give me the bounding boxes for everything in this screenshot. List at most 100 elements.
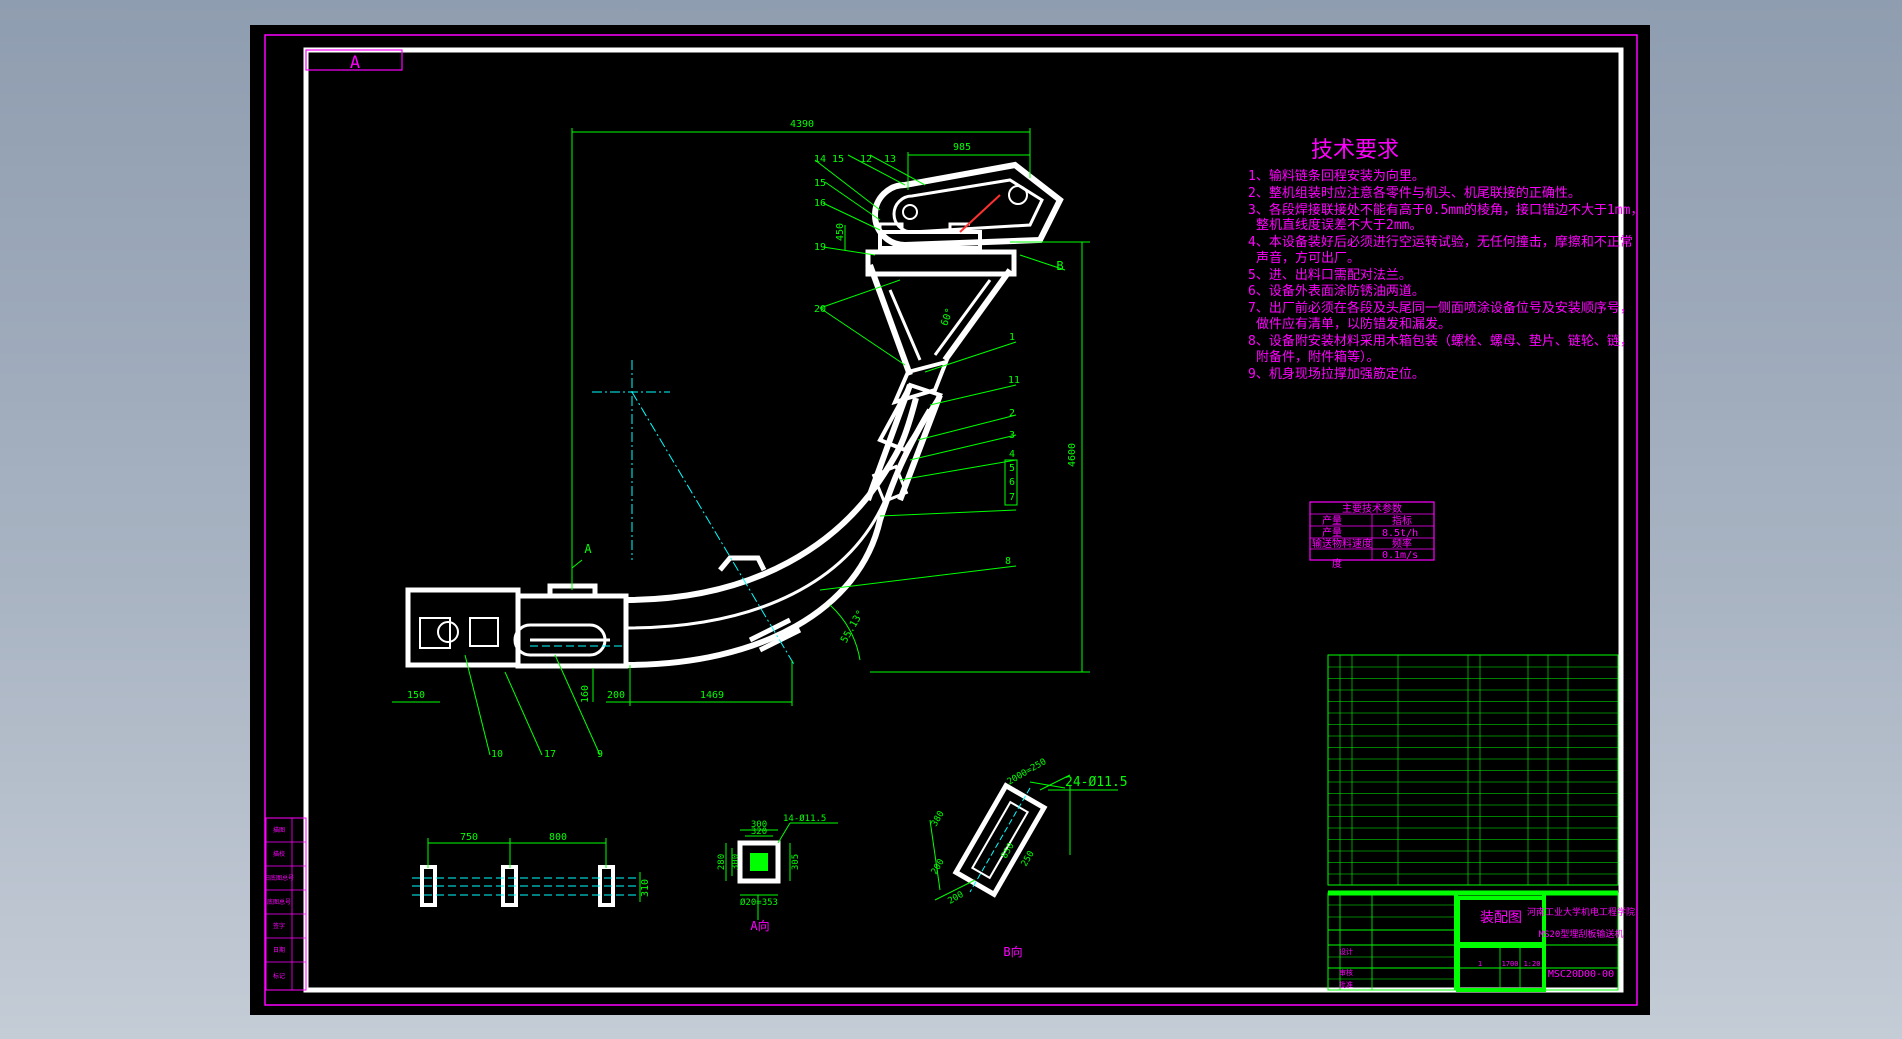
- svg-text:8.5t/h: 8.5t/h: [1382, 528, 1418, 539]
- svg-text:底图总号: 底图总号: [267, 898, 291, 906]
- svg-text:750: 750: [460, 832, 478, 843]
- svg-text:1:20: 1:20: [1524, 960, 1541, 968]
- drawing-sheet: [250, 25, 1650, 1015]
- upper-right: [942, 268, 1013, 362]
- drawing-title: 装配图: [1480, 910, 1522, 926]
- svg-text:14: 14: [814, 154, 826, 165]
- svg-text:800: 800: [549, 832, 567, 843]
- svg-text:280: 280: [717, 854, 727, 870]
- svg-text:450: 450: [835, 223, 846, 241]
- technical-notes: 技术要求 1、输料链条回程安装为向里。 2、整机组装时应注意各零件与机头、机尾联…: [1248, 138, 1643, 382]
- parts-list: [1327, 654, 1619, 886]
- svg-text:指标: 指标: [1392, 514, 1412, 527]
- svg-text:8: 8: [1005, 556, 1011, 567]
- curve-inner: [625, 408, 933, 668]
- svg-text:9、机身现场拉撑加强筋定位。: 9、机身现场拉撑加强筋定位。: [1248, 366, 1425, 382]
- svg-text:7: 7: [1009, 492, 1015, 503]
- outer-frame: [264, 34, 1638, 1006]
- svg-text:产量: 产量: [1322, 526, 1342, 539]
- svg-text:4、本设备装好后必须进行空运转试验，无任何撞击，摩擦和不正常: 4、本设备装好后必须进行空运转试验，无任何撞击，摩擦和不正常: [1248, 234, 1633, 250]
- svg-text:320: 320: [751, 827, 767, 837]
- svg-text:1: 1: [1009, 332, 1015, 343]
- svg-text:985: 985: [953, 142, 971, 153]
- svg-text:150: 150: [407, 690, 425, 701]
- svg-text:1: 1: [1478, 960, 1482, 968]
- view-a-label: A向: [750, 918, 769, 933]
- view-label-top: A: [350, 53, 360, 73]
- svg-text:10: 10: [491, 749, 503, 760]
- svg-text:7、出厂前必须在各段及头尾同一侧面喷涂设备位号及安装顺序号，: 7、出厂前必须在各段及头尾同一侧面喷涂设备位号及安装顺序号，: [1248, 300, 1633, 316]
- svg-text:16: 16: [814, 198, 826, 209]
- svg-text:24-Ø11.5: 24-Ø11.5: [1065, 775, 1128, 790]
- centerlines: [592, 360, 796, 667]
- svg-text:整机直线度误差不大于2mm。: 整机直线度误差不大于2mm。: [1256, 217, 1422, 233]
- svg-text:4600: 4600: [1067, 443, 1078, 467]
- svg-text:3: 3: [1009, 430, 1015, 441]
- view-a: 300 320 14-Ø11.5 280 300 305 Ø20=353 A向: [717, 813, 838, 933]
- svg-text:2: 2: [1009, 408, 1015, 419]
- svg-text:标记: 标记: [273, 972, 285, 980]
- dimension-lines: [392, 128, 1090, 756]
- svg-text:产量: 产量: [1322, 514, 1342, 527]
- svg-text:附备件，附件箱等）。: 附备件，附件箱等）。: [1256, 349, 1380, 365]
- svg-text:做件应有清单，以防错发和漏发。: 做件应有清单，以防错发和漏发。: [1256, 316, 1451, 332]
- svg-text:5、进、出料口需配对法兰。: 5、进、出料口需配对法兰。: [1248, 268, 1412, 283]
- svg-text:4: 4: [1009, 449, 1015, 460]
- svg-text:4390: 4390: [790, 119, 814, 130]
- svg-text:13: 13: [884, 154, 896, 165]
- svg-text:15: 15: [832, 154, 844, 165]
- svg-text:声音，方可出厂。: 声音，方可出厂。: [1256, 250, 1360, 266]
- svg-text:1469: 1469: [700, 690, 724, 701]
- svg-text:频率: 频率: [1392, 537, 1412, 550]
- incline-right: [897, 393, 943, 502]
- svg-text:9: 9: [597, 749, 603, 760]
- upper-left: [867, 263, 913, 377]
- svg-text:200: 200: [607, 690, 625, 701]
- svg-text:0.1m/s: 0.1m/s: [1382, 550, 1418, 561]
- svg-text:描校: 描校: [273, 850, 285, 858]
- svg-text:设计: 设计: [1339, 947, 1353, 956]
- svg-text:19: 19: [814, 242, 826, 253]
- svg-text:6: 6: [1009, 477, 1015, 488]
- svg-text:输送物料速度: 输送物料速度: [1312, 537, 1372, 550]
- head-platform: [865, 249, 1017, 277]
- svg-text:2、整机组装时应注意各零件与机头、机尾联接的正确性。: 2、整机组装时应注意各零件与机头、机尾联接的正确性。: [1248, 185, 1581, 201]
- svg-text:11: 11: [1008, 375, 1020, 386]
- svg-text:河南工业大学机电工程学院: 河南工业大学机电工程学院: [1527, 906, 1635, 918]
- title-block: 装配图 河南工业大学机电工程学院 MS20型埋刮板输送机 MSC20D00-00…: [1327, 890, 1635, 992]
- svg-text:1、输料链条回程安装为向里。: 1、输料链条回程安装为向里。: [1248, 168, 1425, 184]
- view-b-label: B向: [1003, 944, 1022, 959]
- spec-table: 主要技术参数 产量 指标 产量 8.5t/h 输送物料速度 频率 度 0.1m/…: [1309, 501, 1435, 570]
- curve-outer: [625, 397, 919, 603]
- svg-text:B: B: [1056, 259, 1063, 273]
- svg-text:MSC20D00-00: MSC20D00-00: [1548, 969, 1614, 980]
- svg-text:5: 5: [1009, 463, 1015, 474]
- svg-text:14-Ø11.5: 14-Ø11.5: [783, 813, 826, 824]
- svg-text:MS20型埋刮板输送机: MS20型埋刮板输送机: [1539, 928, 1624, 940]
- svg-text:度: 度: [1332, 557, 1342, 570]
- inner-frame: [303, 47, 1624, 993]
- svg-text:旧底图总号: 旧底图总号: [264, 874, 294, 882]
- svg-text:17: 17: [544, 749, 556, 760]
- notes-title: 技术要求: [1311, 138, 1399, 163]
- svg-text:310: 310: [640, 879, 651, 897]
- support-view: 750 800 310: [412, 832, 651, 907]
- svg-text:主要技术参数: 主要技术参数: [1342, 502, 1402, 515]
- svg-text:1700: 1700: [1502, 960, 1519, 968]
- svg-text:160: 160: [580, 685, 591, 703]
- svg-text:8、设备附安装材料采用木箱包装（螺栓、螺母、垫片、链轮、链，: 8、设备附安装材料采用木箱包装（螺栓、螺母、垫片、链轮、链，: [1248, 333, 1633, 349]
- svg-text:3、各段焊接联接处不能有高于0.5mm的棱角，接口错边不大于: 3、各段焊接联接处不能有高于0.5mm的棱角，接口错边不大于1mm，: [1248, 202, 1643, 218]
- svg-text:20: 20: [814, 304, 826, 315]
- part-numbers: 14 15 12 13 15 16 19 20 1 11 2 3 4 5 6 7…: [491, 154, 1020, 760]
- svg-text:A: A: [584, 542, 592, 556]
- svg-text:批准: 批准: [1339, 980, 1353, 989]
- svg-text:日期: 日期: [273, 946, 285, 954]
- left-strip: 描图 描校 旧底图总号 底图总号 签字 日期 标记: [264, 817, 307, 991]
- corner-view-box: [305, 49, 403, 71]
- svg-text:描图: 描图: [273, 826, 285, 834]
- head-housing: [872, 161, 1064, 249]
- svg-text:Ø20=353: Ø20=353: [740, 897, 778, 908]
- svg-text:审核: 审核: [1339, 968, 1353, 977]
- svg-text:15: 15: [814, 178, 826, 189]
